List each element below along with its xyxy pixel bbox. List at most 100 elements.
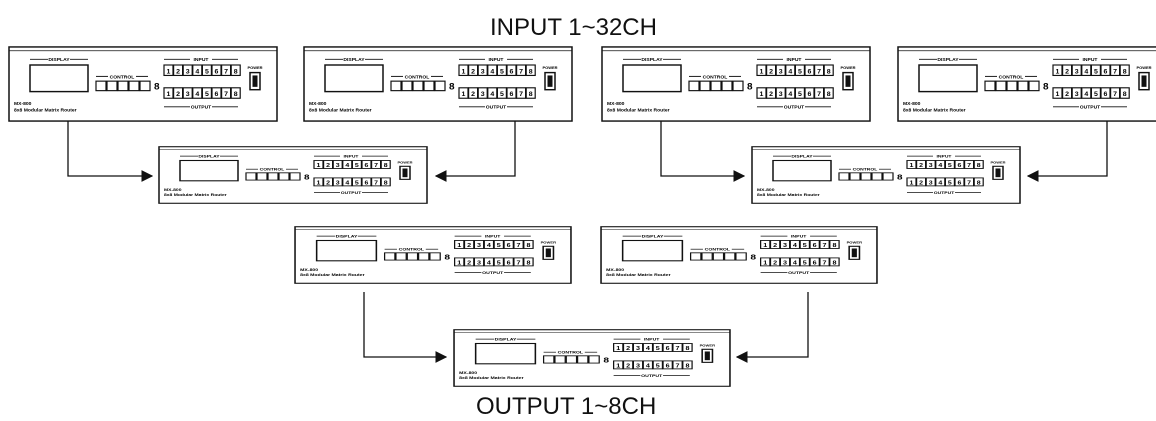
matrix-button[interactable]: [1071, 87, 1082, 99]
matrix-button[interactable]: [935, 177, 946, 187]
matrix-button[interactable]: [916, 177, 927, 187]
matrix-button[interactable]: [1119, 64, 1130, 77]
matrix-button[interactable]: [1100, 64, 1111, 77]
matrix-button[interactable]: [182, 64, 193, 77]
matrix-button[interactable]: [1110, 87, 1121, 99]
matrix-button[interactable]: [732, 80, 744, 92]
matrix-button[interactable]: [1052, 87, 1063, 99]
matrix-button[interactable]: [201, 87, 212, 99]
matrix-button[interactable]: [779, 257, 791, 267]
matrix-button[interactable]: [201, 64, 212, 77]
matrix-button[interactable]: [383, 252, 396, 261]
matrix-button[interactable]: [652, 343, 664, 352]
matrix-button[interactable]: [964, 160, 975, 169]
matrix-button[interactable]: [829, 240, 840, 249]
matrix-button[interactable]: [689, 252, 702, 261]
matrix-button[interactable]: [1052, 64, 1063, 77]
matrix-button[interactable]: [525, 87, 536, 99]
matrix-button[interactable]: [565, 355, 578, 364]
matrix-button[interactable]: [735, 252, 747, 261]
matrix-button[interactable]: [1071, 64, 1082, 77]
matrix-button[interactable]: [313, 160, 324, 169]
matrix-button[interactable]: [128, 80, 140, 92]
matrix-button[interactable]: [230, 87, 241, 99]
matrix-button[interactable]: [1006, 80, 1018, 92]
matrix-button[interactable]: [804, 64, 815, 77]
matrix-button[interactable]: [860, 172, 872, 181]
matrix-button[interactable]: [973, 160, 984, 169]
matrix-button[interactable]: [906, 160, 917, 169]
matrix-button[interactable]: [458, 87, 469, 99]
matrix-button[interactable]: [516, 64, 527, 77]
matrix-button[interactable]: [106, 80, 118, 92]
matrix-button[interactable]: [973, 177, 984, 187]
matrix-button[interactable]: [688, 80, 700, 92]
matrix-button[interactable]: [429, 252, 441, 261]
matrix-button[interactable]: [576, 355, 589, 364]
matrix-button[interactable]: [756, 87, 767, 99]
matrix-button[interactable]: [769, 240, 781, 249]
matrix-button[interactable]: [823, 64, 834, 77]
matrix-button[interactable]: [823, 87, 834, 99]
matrix-button[interactable]: [487, 64, 498, 77]
matrix-button[interactable]: [361, 160, 372, 169]
matrix-button[interactable]: [117, 80, 129, 92]
matrix-button[interactable]: [785, 64, 796, 77]
matrix-button[interactable]: [632, 360, 644, 370]
matrix-button[interactable]: [163, 87, 174, 99]
matrix-button[interactable]: [523, 240, 534, 249]
matrix-button[interactable]: [496, 87, 507, 99]
matrix-button[interactable]: [211, 87, 222, 99]
matrix-button[interactable]: [682, 360, 693, 370]
matrix-button[interactable]: [542, 355, 555, 364]
matrix-button[interactable]: [882, 172, 894, 181]
matrix-button[interactable]: [473, 257, 485, 267]
matrix-button[interactable]: [699, 80, 711, 92]
matrix-button[interactable]: [139, 80, 151, 92]
matrix-button[interactable]: [95, 80, 107, 92]
matrix-button[interactable]: [849, 172, 861, 181]
matrix-button[interactable]: [380, 160, 391, 169]
matrix-button[interactable]: [954, 177, 965, 187]
matrix-button[interactable]: [1062, 64, 1073, 77]
matrix-button[interactable]: [871, 172, 883, 181]
matrix-button[interactable]: [473, 240, 485, 249]
matrix-button[interactable]: [829, 257, 840, 267]
matrix-button[interactable]: [622, 360, 634, 370]
matrix-button[interactable]: [814, 87, 825, 99]
matrix-button[interactable]: [682, 343, 693, 352]
matrix-button[interactable]: [1062, 87, 1073, 99]
matrix-button[interactable]: [1100, 87, 1111, 99]
matrix-button[interactable]: [211, 64, 222, 77]
matrix-button[interactable]: [906, 177, 917, 187]
matrix-button[interactable]: [995, 80, 1007, 92]
matrix-button[interactable]: [503, 240, 514, 249]
matrix-button[interactable]: [267, 172, 279, 181]
matrix-button[interactable]: [766, 64, 777, 77]
matrix-button[interactable]: [662, 343, 673, 352]
matrix-button[interactable]: [632, 343, 644, 352]
matrix-button[interactable]: [487, 87, 498, 99]
matrix-button[interactable]: [779, 240, 791, 249]
matrix-button[interactable]: [799, 257, 811, 267]
matrix-button[interactable]: [1028, 80, 1040, 92]
matrix-button[interactable]: [1119, 87, 1130, 99]
matrix-button[interactable]: [809, 257, 820, 267]
matrix-button[interactable]: [313, 177, 324, 187]
matrix-button[interactable]: [278, 172, 290, 181]
matrix-button[interactable]: [954, 160, 965, 169]
matrix-button[interactable]: [351, 177, 362, 187]
matrix-button[interactable]: [525, 64, 536, 77]
matrix-button[interactable]: [506, 64, 517, 77]
matrix-button[interactable]: [964, 177, 975, 187]
matrix-button[interactable]: [245, 172, 257, 181]
matrix-button[interactable]: [434, 80, 446, 92]
matrix-button[interactable]: [1017, 80, 1029, 92]
matrix-button[interactable]: [984, 80, 996, 92]
matrix-button[interactable]: [809, 240, 820, 249]
matrix-button[interactable]: [769, 257, 781, 267]
matrix-button[interactable]: [182, 87, 193, 99]
matrix-button[interactable]: [503, 257, 514, 267]
matrix-button[interactable]: [351, 160, 362, 169]
matrix-button[interactable]: [230, 64, 241, 77]
